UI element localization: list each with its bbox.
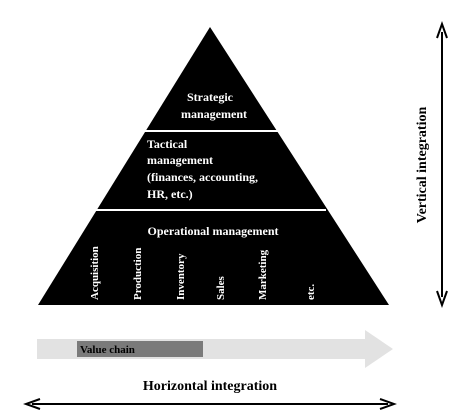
- strategic-label-line2: management: [181, 107, 247, 121]
- tactical-label-line3: (finances, accounting,: [147, 170, 258, 184]
- pyramid: [38, 27, 389, 305]
- function-etc: etc.: [305, 284, 317, 300]
- horizontal-integration-arrow: [23, 398, 397, 410]
- value-chain-label: Value chain: [80, 344, 135, 356]
- function-marketing: Marketing: [257, 249, 269, 300]
- function-production: Production: [132, 248, 144, 300]
- value-chain-arrow: [37, 330, 393, 368]
- tactical-label-line1: Tactical: [147, 137, 188, 151]
- strategic-label-line1: Strategic: [187, 90, 234, 104]
- function-sales: Sales: [215, 275, 227, 300]
- tactical-label-line4: HR, etc.): [147, 187, 193, 201]
- vertical-integration-arrow: [436, 21, 448, 308]
- operational-label: Operational management: [148, 224, 279, 238]
- function-inventory: Inventory: [175, 253, 187, 300]
- horizontal-integration-label: Horizontal integration: [143, 379, 277, 394]
- value-chain-bar: [77, 341, 203, 357]
- tactical-label-line2: management: [147, 153, 213, 167]
- vertical-integration-label: Vertical integration: [415, 107, 430, 224]
- function-acquisition: Acquisition: [89, 246, 101, 300]
